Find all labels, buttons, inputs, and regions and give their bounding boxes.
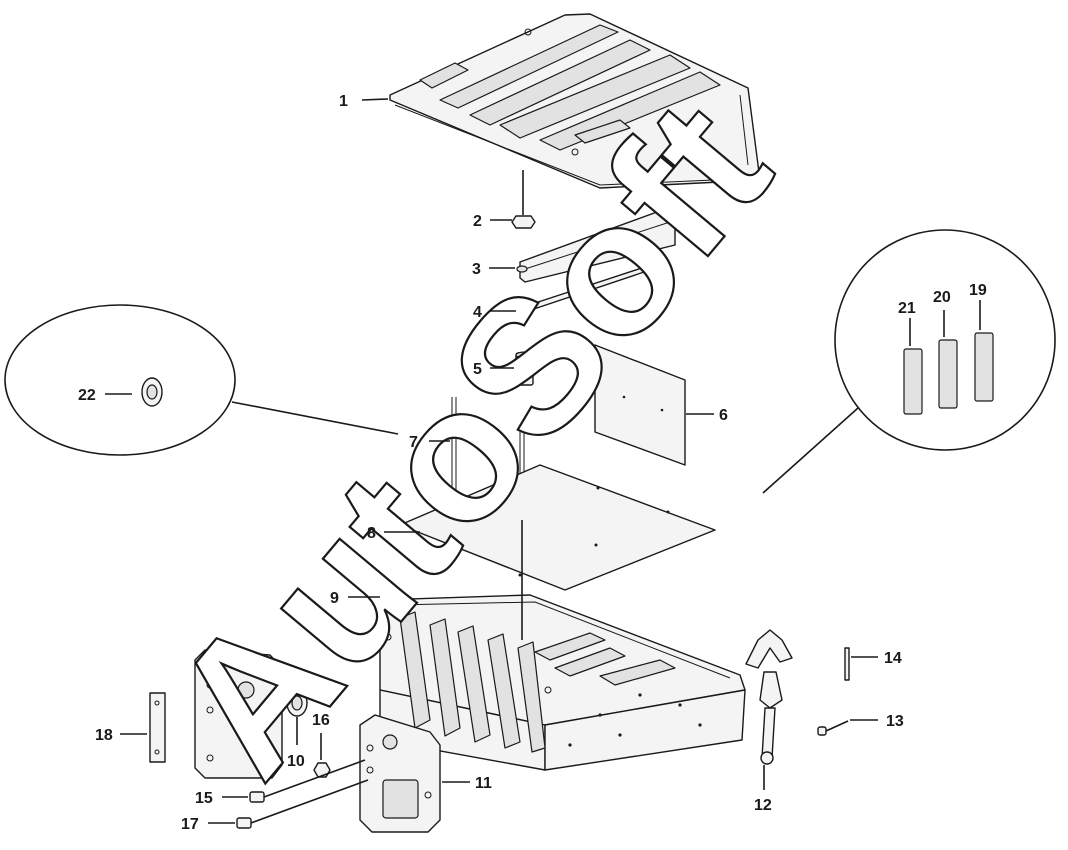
part-19-label (974, 332, 994, 402)
callout-10: 10 (287, 753, 305, 770)
callout-18: 18 (95, 727, 113, 744)
part-10-grommet (286, 689, 308, 717)
callout-22: 22 (78, 387, 96, 404)
leader-lines (105, 98, 981, 824)
part-17-bolt (236, 779, 369, 829)
part-13-pin (817, 720, 849, 736)
callout-16: 16 (312, 712, 330, 729)
callout-15: 15 (195, 790, 213, 807)
callout-labels: 1 2 3 4 5 6 7 8 9 10 11 12 13 14 15 16 1… (78, 93, 987, 833)
callout-17: 17 (181, 816, 199, 833)
part-4-gasket-strip (519, 261, 663, 314)
callout-19: 19 (969, 282, 987, 299)
part-5-spacer (515, 351, 534, 386)
part-6-plate (594, 344, 686, 466)
callout-9: 9 (330, 590, 339, 607)
part-2-nut (511, 215, 536, 229)
part-1-top-cover (389, 13, 761, 215)
part-11-mount (359, 714, 441, 833)
detail-bubble-grommet (4, 304, 399, 456)
callout-6: 6 (719, 407, 728, 424)
callout-3: 3 (472, 261, 481, 278)
callout-21: 21 (898, 300, 916, 317)
part-14-pin (844, 647, 850, 681)
part-15-bolt (249, 759, 366, 803)
detail-bubble-labels (762, 229, 1056, 494)
callout-1: 1 (339, 93, 348, 110)
part-18-shim-plate (149, 692, 166, 763)
callout-4: 4 (473, 304, 482, 321)
part-8-board (399, 464, 716, 591)
callout-12: 12 (754, 797, 772, 814)
callout-5: 5 (473, 361, 482, 378)
part-9-tray (379, 520, 746, 771)
part-12-latch (745, 629, 793, 765)
callout-7: 7 (409, 434, 418, 451)
part-21-label (903, 348, 923, 415)
part-3-bracket-rail (516, 207, 676, 283)
part-side-bracket (194, 649, 283, 779)
callout-13: 13 (886, 713, 904, 730)
callout-11: 11 (475, 775, 492, 792)
callout-14: 14 (884, 650, 902, 667)
callout-2: 2 (473, 213, 482, 230)
callout-8: 8 (367, 525, 376, 542)
callout-20: 20 (933, 289, 951, 306)
part-20-label (938, 339, 958, 409)
